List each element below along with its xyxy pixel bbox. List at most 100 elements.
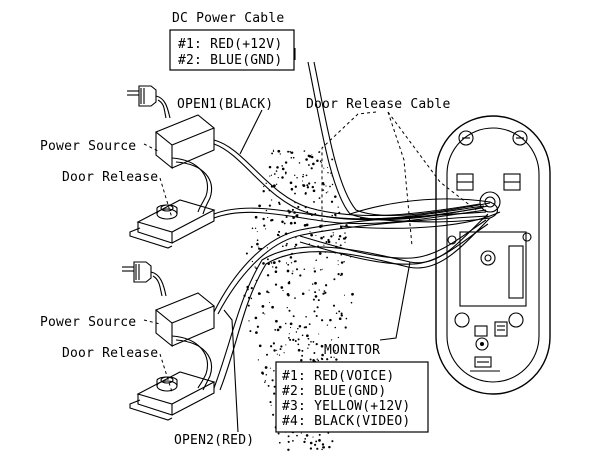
wall-speckle	[314, 281, 317, 285]
wall-speckle	[272, 261, 276, 264]
dc-cable-line-2: #2: BLUE(GND)	[178, 53, 282, 68]
wall-speckle	[340, 314, 343, 317]
wall-speckle	[283, 222, 286, 225]
wall-speckle	[266, 274, 270, 277]
wall-speckle	[299, 274, 302, 277]
wall-speckle	[276, 328, 280, 332]
wall-speckle	[315, 235, 317, 237]
wall-speckle	[301, 292, 305, 296]
wall-speckle	[322, 446, 326, 449]
wall-speckle	[292, 338, 295, 341]
wall-speckle	[264, 366, 268, 369]
wall-speckle	[321, 448, 323, 451]
wall-speckle	[330, 356, 333, 359]
wall-speckle	[298, 324, 302, 328]
wall-speckle	[288, 337, 290, 339]
wall-speckle	[313, 267, 315, 269]
wall-speckle	[254, 227, 257, 229]
wall-speckle	[294, 185, 297, 188]
wall-speckle	[344, 232, 346, 234]
wall-speckle	[254, 215, 258, 219]
wall-speckle	[302, 173, 304, 176]
wall-speckle	[313, 310, 316, 313]
wall-speckle	[251, 260, 254, 263]
power-adapter-icon	[154, 114, 216, 170]
wall-speckle	[307, 347, 309, 349]
door-release-cable-label: Door Release Cable	[306, 97, 450, 112]
wall-speckle	[317, 359, 320, 362]
wall-speckle	[272, 150, 275, 152]
wall-speckle	[291, 272, 294, 275]
wall-speckle	[290, 157, 293, 159]
wall-speckle	[279, 153, 281, 155]
wall-speckle	[304, 192, 307, 194]
door-station-panel	[435, 115, 551, 395]
wall-speckle	[273, 385, 276, 388]
wall-speckle	[283, 352, 285, 354]
wall-speckle	[269, 175, 271, 177]
wall-speckle	[330, 200, 334, 203]
wall-speckle	[303, 440, 306, 444]
wall-speckle	[271, 379, 274, 382]
wall-speckle	[292, 156, 295, 159]
wall-speckle	[269, 302, 270, 303]
wall-speckle	[351, 293, 354, 296]
wall-speckle	[272, 149, 275, 151]
wall-speckle	[269, 367, 271, 369]
wall-speckle	[312, 298, 315, 301]
wall-speckle	[311, 154, 313, 156]
wall-speckle	[255, 331, 258, 334]
wall-speckle	[322, 189, 325, 191]
wall-speckle	[316, 447, 319, 450]
wall-speckle	[337, 264, 339, 266]
wall-speckle	[320, 236, 323, 240]
wall-speckle	[314, 291, 317, 294]
wall-speckle	[276, 349, 278, 351]
wall-speckle	[331, 214, 333, 217]
wall-speckle	[286, 269, 290, 273]
wall-speckle	[281, 176, 284, 179]
wall-speckle	[338, 238, 340, 241]
wall-speckle	[297, 338, 300, 341]
wall-speckle	[265, 209, 268, 212]
wall-speckle	[308, 343, 310, 346]
wall-speckle	[345, 317, 348, 320]
wall-speckle	[312, 436, 314, 438]
wall-speckle	[256, 242, 259, 246]
wall-speckle	[305, 174, 308, 177]
wall-speckle	[318, 151, 321, 153]
wall-speckle	[250, 286, 253, 290]
wall-speckle	[301, 354, 304, 357]
wall-speckle	[309, 441, 313, 445]
wall-speckle	[337, 206, 339, 208]
wall-speckle	[270, 404, 272, 406]
wall-speckle	[298, 162, 301, 164]
wall-speckle	[315, 343, 318, 346]
wall-speckle	[287, 281, 291, 285]
wall-speckle	[312, 341, 315, 343]
wall-speckle	[270, 345, 273, 348]
wall-speckle	[266, 247, 269, 249]
wall-speckle	[254, 266, 256, 268]
wall-speckle	[320, 344, 324, 348]
wall-speckle	[311, 283, 314, 285]
wall-speckle	[262, 262, 265, 265]
monitor-cable-line-1: #1: RED(VOICE)	[282, 369, 394, 384]
wall-speckle	[258, 247, 261, 250]
wall-speckle	[274, 329, 277, 331]
wall-speckle	[325, 185, 327, 187]
wall-speckle	[278, 325, 282, 329]
wall-speckle	[275, 170, 278, 172]
wall-speckle	[296, 176, 298, 179]
wall-speckle	[292, 315, 295, 318]
wall-speckle	[293, 221, 297, 225]
wall-speckle	[337, 260, 339, 262]
door-release-label-1: Door Release	[62, 170, 158, 185]
wall-speckle	[327, 191, 329, 193]
wall-speckle	[337, 336, 340, 339]
wall-speckle	[290, 151, 293, 154]
wall-speckle	[270, 262, 273, 264]
wall-speckle	[262, 190, 265, 193]
